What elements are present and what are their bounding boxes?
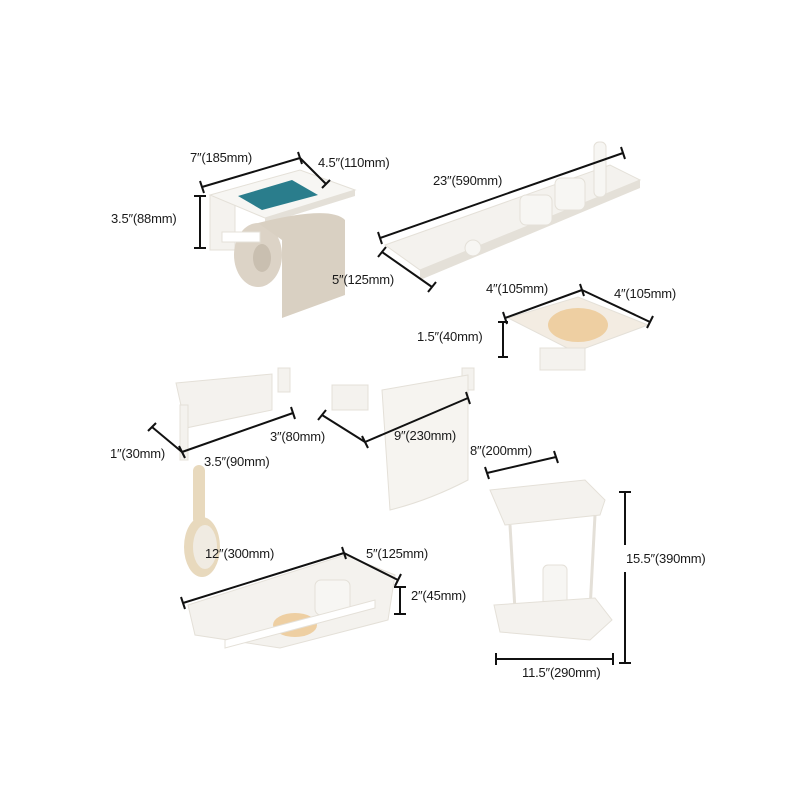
bathroom-shelf bbox=[383, 141, 642, 280]
paper-holder-width-label: 7″(185mm) bbox=[190, 150, 253, 165]
phone-image bbox=[238, 180, 318, 210]
basket-height-label: 2″(45mm) bbox=[411, 588, 467, 603]
robe-hook bbox=[175, 367, 291, 461]
soap-dish bbox=[506, 296, 650, 371]
corner-shelf-height-label: 15.5″(390mm) bbox=[626, 551, 706, 566]
basket-depth-label: 5″(125mm) bbox=[366, 546, 429, 561]
shelf-depth-label: 5″(125mm) bbox=[332, 272, 395, 287]
dimension-lines bbox=[147, 146, 654, 665]
towel-bar-length-label: 9″(230mm) bbox=[394, 428, 457, 443]
hair-brush bbox=[184, 465, 220, 577]
paper-holder-depth-label: 4.5″(110mm) bbox=[318, 155, 390, 170]
towel-bar bbox=[331, 367, 475, 511]
corner-shelf-depth-label: 8″(200mm) bbox=[470, 443, 533, 458]
hook-width-label: 1″(30mm) bbox=[110, 446, 166, 461]
hook-height-label: 3.5″(90mm) bbox=[204, 454, 270, 469]
toilet-paper-holder bbox=[208, 169, 357, 318]
corner-shelf bbox=[489, 479, 613, 641]
soap-dish-height-label: 1.5″(40mm) bbox=[417, 329, 483, 344]
corner-shelf-width-label: 11.5″(290mm) bbox=[522, 665, 601, 680]
soap-dish-width-label: 4″(105mm) bbox=[486, 281, 549, 296]
hook-length-label: 3″(80mm) bbox=[270, 429, 326, 444]
shelf-length-label: 23″(590mm) bbox=[433, 173, 503, 188]
shower-basket bbox=[187, 554, 396, 649]
paper-holder-height-label: 3.5″(88mm) bbox=[111, 211, 177, 226]
basket-length-label: 12″(300mm) bbox=[205, 546, 275, 561]
soap-dish-depth-label: 4″(105mm) bbox=[614, 286, 677, 301]
